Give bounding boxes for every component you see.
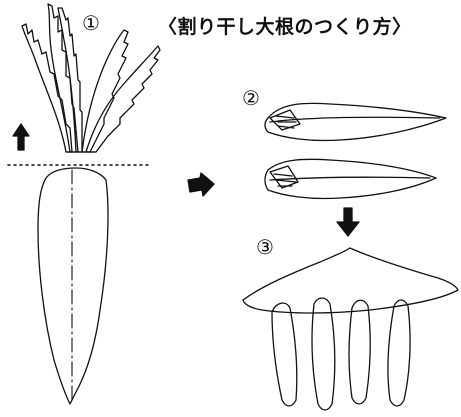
leaf-4 <box>82 30 128 152</box>
half-bottom-cut <box>270 177 430 180</box>
radish-strips <box>272 298 410 410</box>
strip-1 <box>272 303 297 406</box>
up-arrow <box>13 124 29 150</box>
half-bottom-cut-face <box>270 166 298 188</box>
radish-half-top <box>265 103 446 140</box>
drying-rack <box>243 248 458 313</box>
strip-4 <box>388 300 410 406</box>
leaf-2 <box>48 4 78 152</box>
rack-top <box>243 248 458 313</box>
root-outline <box>38 168 108 404</box>
radish-leaves <box>22 4 160 152</box>
radish-half-bottom <box>265 159 436 198</box>
strip-2 <box>312 298 335 410</box>
strip-3 <box>349 300 370 404</box>
radish-root <box>38 168 108 404</box>
right-arrow <box>188 173 214 196</box>
leaf-5 <box>86 46 160 152</box>
down-arrow <box>337 208 359 236</box>
